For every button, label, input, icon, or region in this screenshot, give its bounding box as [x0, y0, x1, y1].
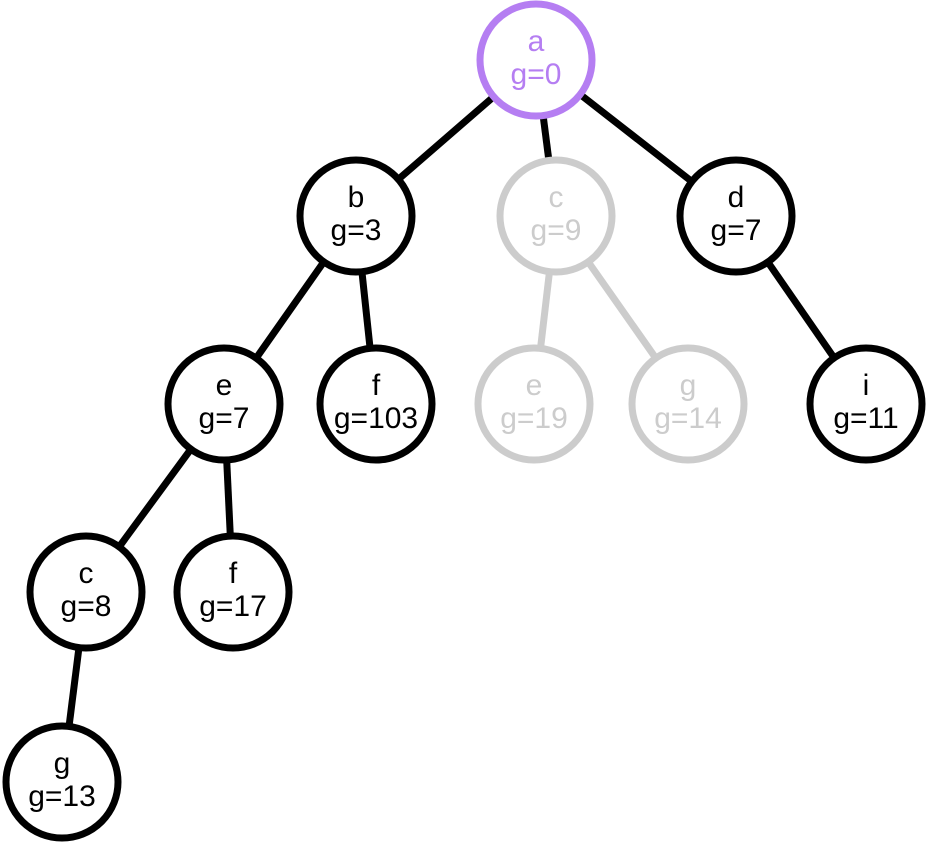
node-circle [476, 0, 596, 120]
node-circle [164, 344, 284, 464]
node-cost: g=17 [199, 590, 267, 623]
node-circle [316, 344, 436, 464]
node-circle [26, 532, 146, 652]
node-name: d [728, 181, 745, 214]
node-cost: g=11 [833, 402, 898, 435]
tree-node-e1: eg=7 [164, 344, 284, 464]
node-cost: g=103 [334, 402, 418, 435]
tree-node-e2: eg=19 [474, 344, 594, 464]
node-circle [173, 532, 293, 652]
node-name: a [528, 25, 545, 58]
node-cost: g=14 [654, 402, 722, 435]
node-name: c [79, 557, 94, 590]
node-name: g [54, 747, 71, 780]
node-circle [2, 722, 122, 842]
node-cost: g=3 [331, 214, 382, 247]
node-cost: g=9 [531, 214, 582, 247]
node-name: c [549, 181, 564, 214]
tree-node-c2: cg=8 [26, 532, 146, 652]
node-circle [806, 344, 926, 464]
node-cost: g=19 [500, 402, 568, 435]
node-name: f [372, 369, 381, 402]
node-cost: g=7 [199, 402, 250, 435]
tree-node-a: ag=0 [476, 0, 596, 120]
node-name: b [348, 181, 365, 214]
tree-node-d: dg=7 [676, 156, 796, 276]
node-name: e [216, 369, 233, 402]
node-circle [628, 344, 748, 464]
tree-node-f1: fg=103 [316, 344, 436, 464]
tree-node-f2: fg=17 [173, 532, 293, 652]
node-name: f [229, 557, 238, 590]
node-name: g [680, 369, 697, 402]
tree-node-g1: gg=14 [628, 344, 748, 464]
node-circle [676, 156, 796, 276]
tree-node-i: ig=11 [806, 344, 926, 464]
node-circle [296, 156, 416, 276]
node-name: i [863, 369, 870, 402]
tree-node-g2: gg=13 [2, 722, 122, 842]
node-cost: g=13 [28, 780, 96, 813]
node-cost: g=7 [711, 214, 762, 247]
tree-node-b: bg=3 [296, 156, 416, 276]
node-cost: g=8 [61, 590, 112, 623]
tree-node-c1: cg=9 [496, 156, 616, 276]
node-circle [496, 156, 616, 276]
node-name: e [526, 369, 543, 402]
node-cost: g=0 [511, 58, 562, 91]
node-circle [474, 344, 594, 464]
